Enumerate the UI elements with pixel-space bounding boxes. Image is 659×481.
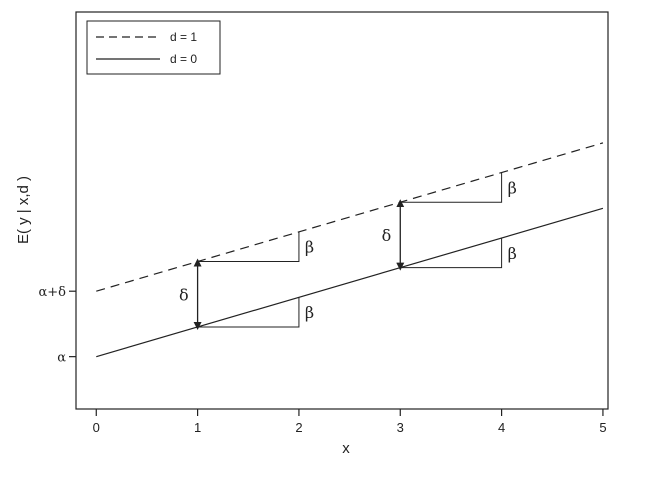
x-tick-label: 4 [498,420,505,435]
slope-label: β [508,244,517,263]
y-tick-label: α [57,351,66,366]
slope-label: β [508,178,517,197]
plot-frame [75,11,609,410]
slope-label: β [305,238,314,257]
slope-triangle [400,237,503,269]
x-tick-label: 0 [93,420,100,435]
gap-label: δ [179,285,189,304]
gap-label: δ [382,226,392,245]
slope-triangle [400,172,503,203]
legend-box [86,20,221,75]
x-tick-label: 5 [599,420,606,435]
annotation-layer: β β β β δ δ [179,172,517,330]
y-tick-label: α+δ [39,285,67,300]
series-line-d1 [96,142,604,292]
slope-label: β [305,303,314,322]
y-axis-title: E( y | x,d ) [15,176,32,244]
x-axis: 0 1 2 3 4 5 [93,409,607,435]
slope-triangle [197,297,300,328]
legend: d = 1 d = 0 [86,20,221,75]
x-axis-title: x [342,440,350,457]
legend-label-d0: d = 0 [170,52,197,66]
x-tick-label: 1 [194,420,201,435]
legend-label-d1: d = 1 [170,30,197,44]
x-tick-label: 3 [397,420,404,435]
y-axis: α α+δ [39,285,76,366]
series-layer [96,142,604,358]
x-tick-label: 2 [295,420,302,435]
slope-triangle [197,231,300,263]
series-line-d0 [96,207,604,358]
